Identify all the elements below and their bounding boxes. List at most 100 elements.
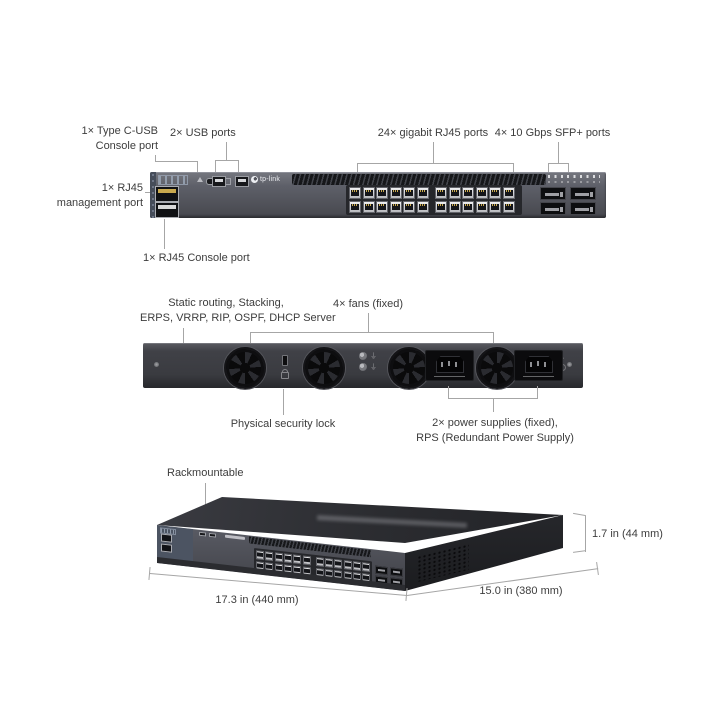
callout-mgmt-line2: management port <box>56 197 143 209</box>
rj45-port <box>403 201 415 213</box>
panel-screw <box>154 362 159 367</box>
panel-screw <box>567 362 572 367</box>
callout-line <box>558 142 559 163</box>
side-vent-holes <box>417 543 469 583</box>
rj45-port <box>283 553 292 564</box>
rj45-port <box>362 562 371 573</box>
rj45-port <box>302 555 311 566</box>
callout-features-line1: Static routing, Stacking, <box>168 297 284 309</box>
front-edge-strip <box>150 172 156 218</box>
callout-line <box>238 160 239 175</box>
rj45-port <box>389 201 402 213</box>
ground-symbol-icon: ⏚ <box>370 364 377 371</box>
power-inlet <box>514 350 563 381</box>
callout-line <box>548 163 569 164</box>
sfp-plus-port <box>570 202 596 215</box>
callout-usb-ports-label: 2× USB ports <box>170 127 236 139</box>
callout-rackmount-label: Rackmountable <box>167 467 244 479</box>
grounding-screw <box>359 363 367 371</box>
callout-console-port-label: 1× RJ45 Console port <box>143 252 250 264</box>
callout-line <box>283 389 284 415</box>
rj45-port <box>353 561 361 572</box>
ground-symbol-icon: ⏚ <box>370 353 377 360</box>
callout-line <box>215 160 216 175</box>
rj45-port <box>362 187 375 199</box>
power-inlet-text-line <box>523 376 554 377</box>
sfp-plus-port <box>540 202 566 215</box>
tp-link-logo: tp-link <box>251 176 280 183</box>
sfp-plus-port <box>540 187 566 200</box>
management-rj45-port <box>161 533 172 543</box>
rj45-port <box>489 201 501 213</box>
callout-power-line1: 2× power supplies (fixed), <box>432 417 558 429</box>
rj45-port <box>475 201 488 213</box>
rj45-port <box>349 201 361 213</box>
rj45-port <box>502 187 515 199</box>
rj45-port <box>376 187 388 199</box>
callout-line <box>250 332 251 348</box>
callout-typec-line1: 1× Type C-USB <box>81 125 158 137</box>
power-inlet-text-line <box>434 376 465 377</box>
rj45-port <box>416 187 429 199</box>
dimension-line-height <box>585 516 586 552</box>
grounding-screw <box>359 352 367 360</box>
rj45-port <box>265 551 274 562</box>
dimension-width-label: 17.3 in (440 mm) <box>215 594 299 606</box>
rj45-port <box>315 556 324 567</box>
indicator-icon <box>197 177 203 182</box>
callout-features-line2: ERPS, VRRP, RIP, OSPF, DHCP Server <box>140 312 336 324</box>
callout-power-label: 2× power supplies (fixed), RPS (Redundan… <box>410 416 580 446</box>
callout-line <box>164 219 165 249</box>
rj45-port <box>489 187 501 199</box>
status-leds <box>158 175 188 185</box>
rj45-port <box>475 187 488 199</box>
rj45-port <box>325 558 334 568</box>
callout-line <box>155 155 156 162</box>
callout-line <box>357 163 514 164</box>
rj45-port <box>416 201 429 213</box>
lock-icon <box>281 369 289 379</box>
callout-sfp-ports-label: 4× 10 Gbps SFP+ ports <box>494 127 611 139</box>
rj45-port <box>435 187 447 199</box>
front-rj45-block <box>346 185 522 215</box>
rj45-port <box>403 187 415 199</box>
callout-line <box>448 386 449 398</box>
callout-line <box>537 386 538 398</box>
console-rj45-port <box>155 202 179 218</box>
rj45-port <box>435 201 447 213</box>
rj45-port <box>389 187 402 199</box>
callout-fans-label: 4× fans (fixed) <box>332 298 403 310</box>
callout-line <box>250 332 494 333</box>
callout-line <box>183 328 184 348</box>
perspective-device <box>140 490 610 610</box>
sfp-plus-port <box>570 187 596 200</box>
callout-typec-line2: Console port <box>95 140 158 152</box>
sfp-plus-port <box>375 565 388 576</box>
dimension-height-label: 1.7 in (44 mm) <box>592 528 663 540</box>
callout-typec-console-label: 1× Type C-USB Console port <box>38 124 158 154</box>
callout-features-label: Static routing, Stacking, ERPS, VRRP, RI… <box>140 296 336 326</box>
rj45-port <box>376 201 388 213</box>
dimension-depth-label: 15.0 in (380 mm) <box>479 585 563 597</box>
callout-lock-label: Physical security lock <box>230 418 336 430</box>
front-sfp-block <box>540 187 596 215</box>
management-rj45-port <box>155 186 179 202</box>
power-inlet <box>425 350 474 381</box>
fan <box>388 347 430 389</box>
rj45-port <box>334 559 343 569</box>
rj45-port <box>462 201 474 213</box>
fan <box>303 347 345 389</box>
callout-line <box>205 483 206 521</box>
rj45-port <box>502 201 515 213</box>
rj45-port <box>293 554 302 565</box>
usb-a-port <box>199 531 206 537</box>
fan <box>224 347 266 389</box>
rj45-port <box>462 187 474 199</box>
tp-link-logo-icon <box>251 176 258 183</box>
callout-line <box>197 161 198 175</box>
rj45-port <box>448 187 461 199</box>
tp-link-logo-text: tp-link <box>260 176 281 183</box>
rj45-port <box>274 552 283 563</box>
rear-panel: ⏚ ⏚ <box>143 343 583 389</box>
callout-power-line2: RPS (Redundant Power Supply) <box>416 432 574 444</box>
